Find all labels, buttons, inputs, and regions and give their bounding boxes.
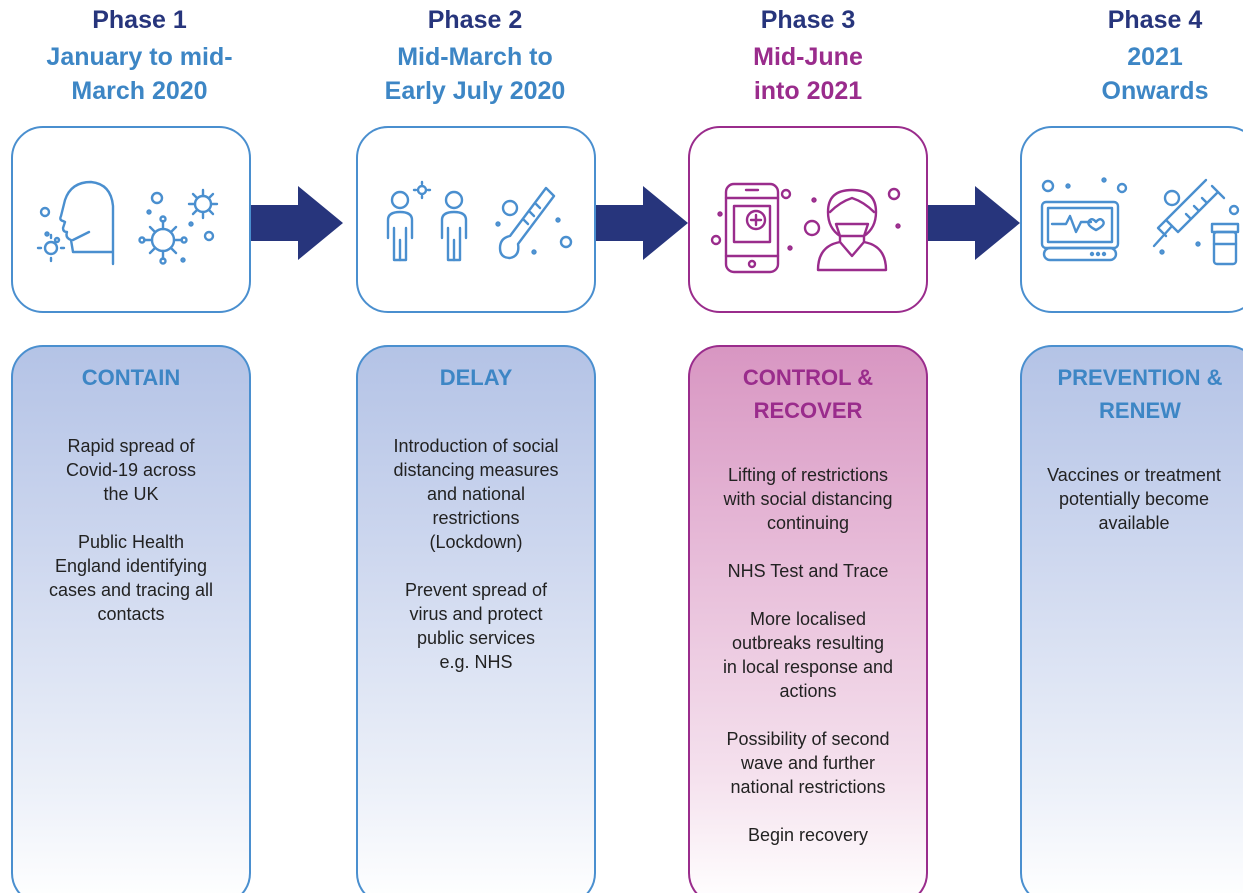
phase-2-icons [386, 180, 573, 262]
phase-4-period: 2021 Onwards [1101, 43, 1209, 105]
phase-3-heading: CONTROL & RECOVER [742, 365, 874, 423]
heart-monitor-icon [1040, 177, 1128, 262]
phase-3-icons [710, 182, 901, 274]
phase-2-title: Phase 2 [427, 6, 523, 34]
phase-3: Phase 3 Mid-June into 2021 [688, 0, 928, 893]
phase-4-text-1: Vaccines or treatment potentially become… [1047, 465, 1221, 533]
phase-4-card: PREVENTION & RENEW Vaccines or treatment… [1020, 345, 1243, 893]
thermometer-icon [495, 186, 573, 260]
phase-1-icon-card [11, 126, 251, 313]
phase-1-card: CONTAIN Rapid spread of Covid-19 across … [11, 345, 251, 893]
phase-2: Phase 2 Mid-March to Early July 2020 [355, 0, 595, 893]
phase-1-text-1: Rapid spread of Covid-19 across the UK [65, 436, 197, 504]
phase-3-icon-card [688, 126, 928, 313]
phase-4-icon-card [1020, 126, 1243, 313]
phase-3-text-3: More localised outbreaks resulting in lo… [722, 609, 894, 701]
social-distancing-people-icon [386, 180, 468, 262]
phase-4-heading: PREVENTION & RENEW [1057, 365, 1223, 423]
phase-2-heading: DELAY [439, 365, 513, 390]
phase-4-title: Phase 4 [1107, 6, 1203, 34]
phase-1-heading: CONTAIN [81, 365, 181, 390]
phase-3-title: Phase 3 [760, 6, 856, 34]
masked-person-icon [803, 187, 901, 272]
phase-2-text-1: Introduction of social distancing measur… [393, 436, 559, 552]
phase-1: Phase 1 January to mid- March 2020 [22, 0, 257, 893]
phase-3-text-4: Possibility of second wave and further n… [726, 729, 890, 797]
vaccine-syringe-icon [1152, 178, 1240, 266]
phase-2-text-2: Prevent spread of virus and protect publ… [404, 580, 548, 672]
arrow-1-icon [251, 186, 343, 260]
phase-3-period: Mid-June into 2021 [753, 43, 863, 105]
phase-1-title: Phase 1 [92, 6, 187, 34]
coughing-person-icon [36, 180, 115, 266]
phase-1-text-2: Public Health England identifying cases … [48, 532, 214, 624]
arrow-3-icon [928, 186, 1020, 260]
arrow-2-icon [596, 186, 688, 260]
phase-4-icons [1040, 177, 1240, 266]
phase-2-period: Mid-March to Early July 2020 [384, 43, 566, 105]
phase-1-icons [36, 180, 219, 266]
phase-2-card: DELAY Introduction of social distancing … [356, 345, 596, 893]
phase-1-period: January to mid- March 2020 [46, 43, 233, 105]
phase-3-text-1: Lifting of restrictions with social dist… [723, 465, 893, 533]
phase-3-text-2: NHS Test and Trace [727, 561, 889, 581]
phase-2-icon-card [356, 126, 596, 313]
phase-4: Phase 4 2021 Onwards [1050, 0, 1243, 893]
phase-3-card: CONTROL & RECOVER Lifting of restriction… [688, 345, 928, 893]
virus-icon [138, 188, 219, 265]
phase-3-text-5: Begin recovery [747, 825, 869, 845]
mobile-health-app-icon [710, 182, 793, 274]
